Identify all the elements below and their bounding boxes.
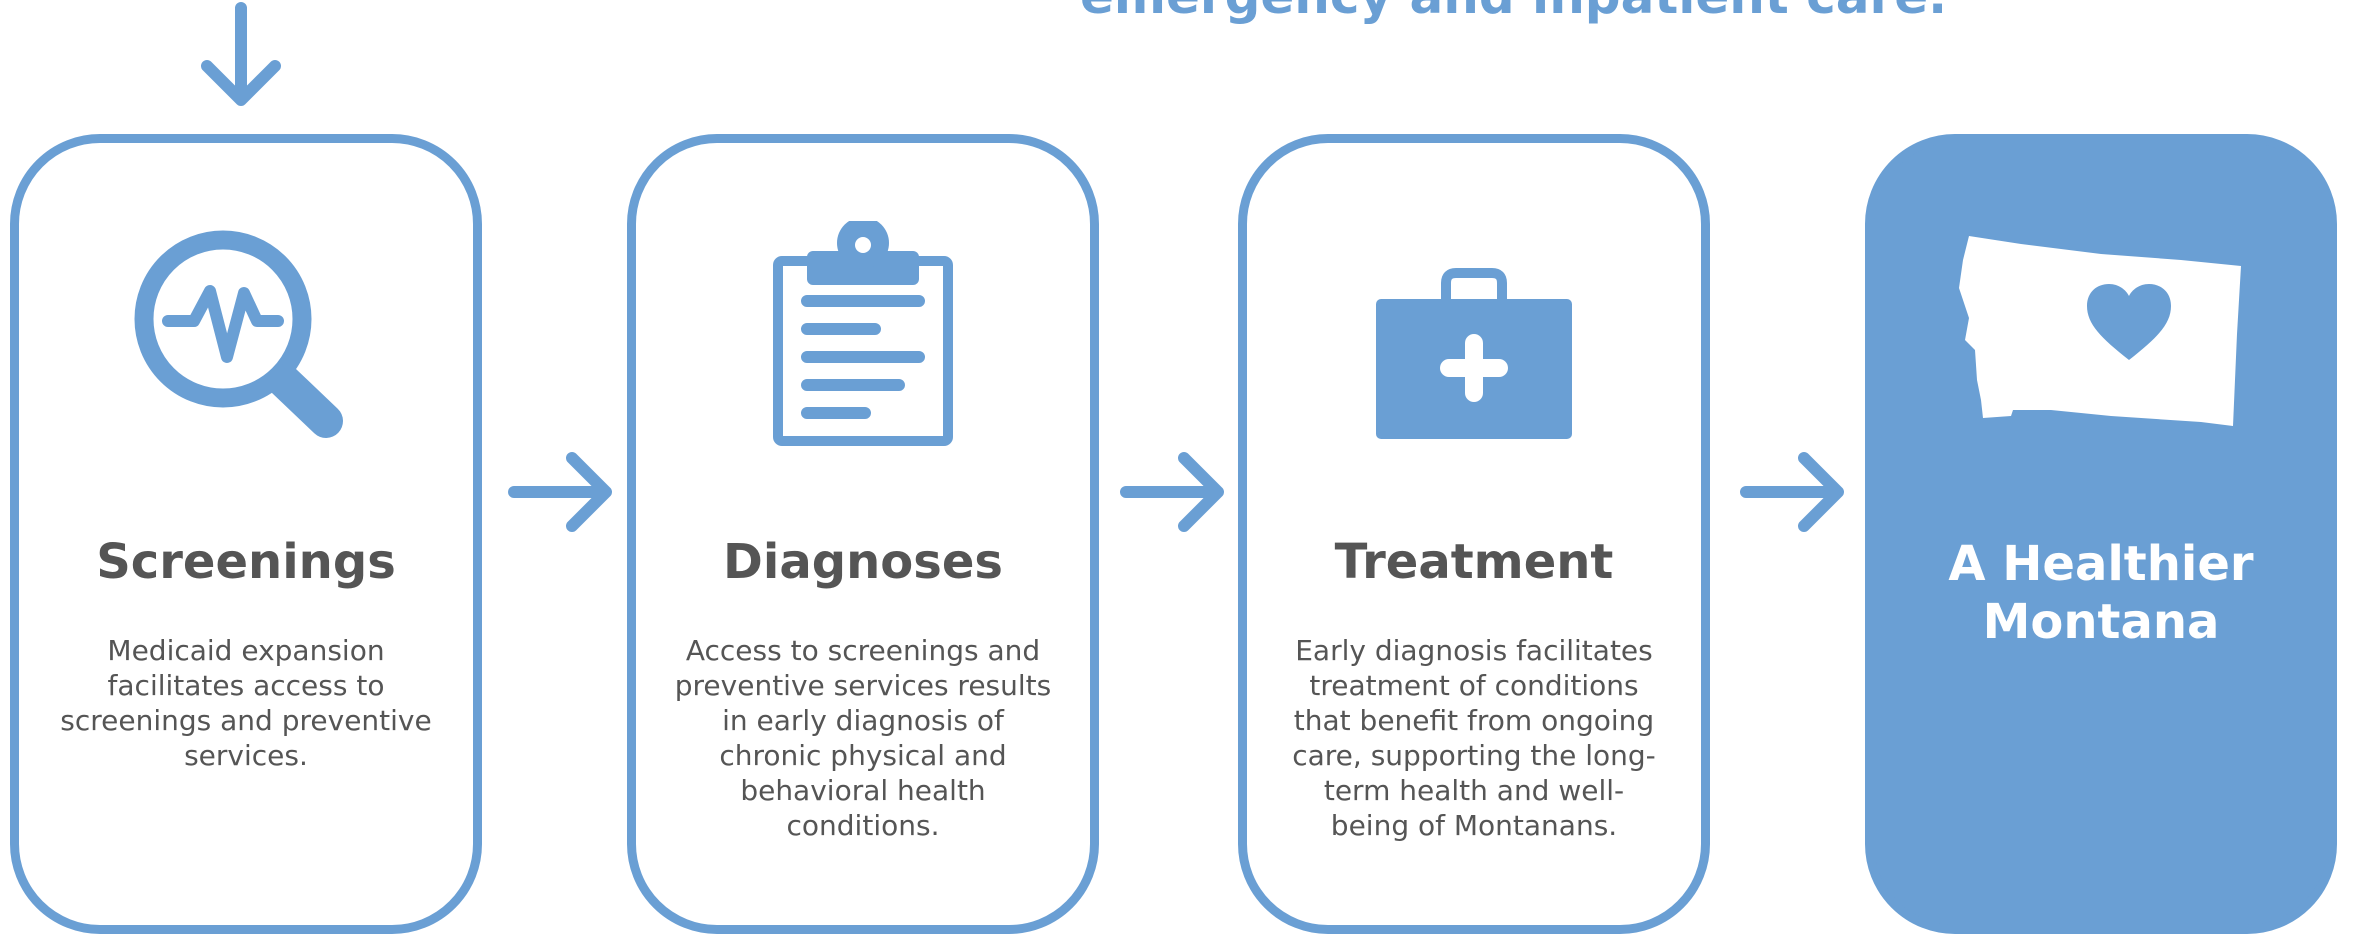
right-arrow-icon xyxy=(508,452,612,532)
step-description: Access to screenings and preventive serv… xyxy=(674,634,1052,842)
down-arrow-icon xyxy=(201,2,281,106)
step-title: Treatment xyxy=(1334,534,1614,590)
magnifier-pulse-icon xyxy=(134,230,343,438)
step-description: Early diagnosis facilitates treatment of… xyxy=(1292,634,1656,842)
medical-kit-icon xyxy=(1376,268,1572,439)
step-title: Screenings xyxy=(96,534,396,590)
right-arrow-icon xyxy=(1120,452,1224,532)
clipboard-icon xyxy=(773,221,953,446)
outcome-title: A Healthier Montana xyxy=(1948,536,2254,650)
step-title: Diagnoses xyxy=(723,534,1003,590)
right-arrow-icon xyxy=(1740,452,1844,532)
step-card-treatment: Treatment Early diagnosis facilitates tr… xyxy=(1238,134,1710,934)
step-card-diagnoses: Diagnoses Access to screenings and preve… xyxy=(627,134,1099,934)
montana-heart-icon xyxy=(1959,236,2241,426)
top-caption: emergency and inpatient care. xyxy=(1080,0,1947,26)
outcome-card: A Healthier Montana xyxy=(1865,134,2337,934)
step-card-screenings: Screenings Medicaid expansion facilitate… xyxy=(10,134,482,934)
step-description: Medicaid expansion facilitates access to… xyxy=(60,634,432,772)
